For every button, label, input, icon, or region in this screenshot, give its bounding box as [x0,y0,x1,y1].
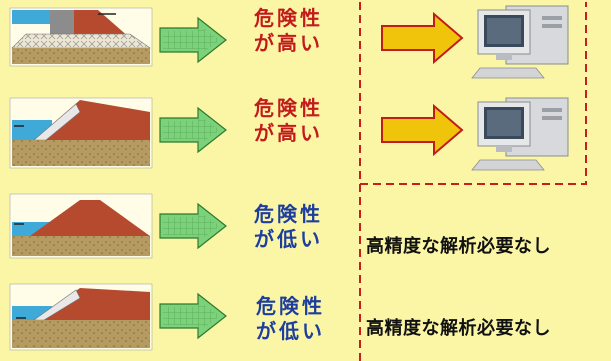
risk-label-line1: 危険性 [254,202,323,226]
risk-label-line1: 危険性 [256,294,325,318]
risk-label-row-2: 危険性 が高い [254,96,323,146]
levee-cross-section-icon [9,193,153,259]
risk-label-line1: 危険性 [254,96,323,120]
no-analysis-note: 高精度な解析必要なし [366,318,551,339]
risk-label-line2: が低い [254,227,323,251]
desktop-computer-icon [471,5,569,79]
orange-arrow [381,103,464,157]
dashed-region-border [359,2,587,185]
desktop-computer-icon [471,97,569,171]
green-arrow [159,16,227,64]
risk-label-row-3: 危険性 が低い [254,202,323,252]
risk-label-line2: が低い [256,319,325,343]
risk-label-row-1: 危険性 が高い [254,6,323,56]
risk-label-line1: 危険性 [254,6,323,30]
green-arrow [159,292,227,340]
risk-label-row-4: 危険性 が低い [256,294,325,344]
no-analysis-note: 高精度な解析必要なし [366,236,551,257]
green-arrow [159,202,227,250]
risk-label-line2: が高い [254,31,323,55]
risk-label-line2: が高い [254,121,323,145]
orange-arrow [381,11,464,65]
levee-cross-section-icon [9,97,153,169]
levee-cross-section-icon [9,7,153,67]
levee-cross-section-icon [9,283,153,351]
green-arrow [159,106,227,154]
